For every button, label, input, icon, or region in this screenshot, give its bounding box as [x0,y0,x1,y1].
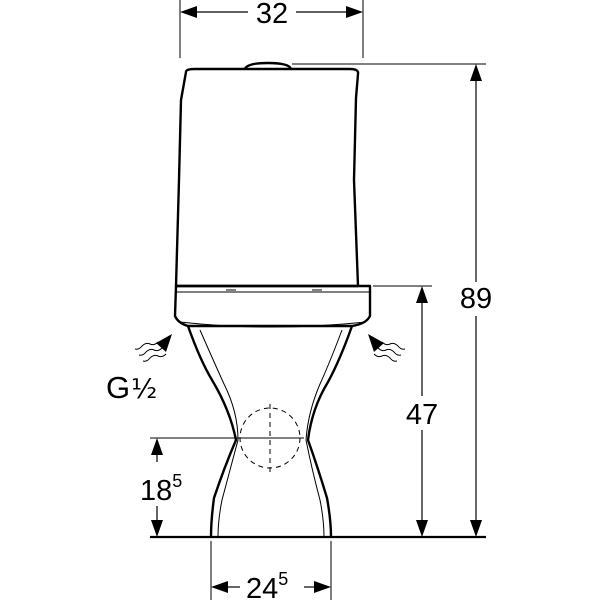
arrowhead-total-down [470,520,482,537]
arrowhead-total-up [470,64,482,81]
dimension-top-width: 32 [179,0,364,58]
dimension-label-seat-height: 47 [406,399,438,431]
dimension-total-height: 89 [292,63,492,537]
rim-lower-curve [179,321,367,328]
arrowhead-seat-down [416,520,428,537]
flush-button [243,61,293,70]
pedestal-inner-left [199,329,239,538]
arrowhead-down [151,520,163,537]
dimension-label-base-width: 245 [246,569,288,600]
arrowhead-base-left [211,581,228,593]
cistern [174,61,360,288]
pedestal-outer-right [306,325,354,538]
inlet-wave-left-3 [142,353,167,362]
pedestal-inner-right [305,329,343,538]
dimension-label-total-height: 89 [460,283,492,315]
dimension-seat-height: 47 [373,285,438,537]
bowl-pedestal [186,325,354,538]
connection-size-label: G½ [106,370,157,405]
inlet-wave-right-3 [373,353,398,362]
inlet-arrowhead-left [156,334,172,352]
inlet-wave-left-1 [138,347,163,356]
arrowhead-right [346,6,363,18]
inlet-wave-right-2 [381,341,406,350]
arrowhead-base-right [314,581,331,593]
dimension-label-inlet-height: 185 [140,471,182,507]
inlet-arrowhead-right [368,334,384,352]
arrowhead-seat-up [416,286,428,303]
wavy-arrow-icon [368,334,406,362]
cistern-body [174,67,360,288]
inlet-wave-right-1 [377,347,402,356]
wavy-arrow-icon [134,334,172,362]
arrowhead-up [151,438,163,455]
seat-rim [173,284,372,328]
dimension-label-top-width: 32 [256,0,288,30]
inlet-wave-left-2 [134,341,159,350]
dimension-base-width: 245 [210,541,332,600]
pedestal-outer-left [186,325,238,538]
arrowhead-left [180,6,197,18]
dimension-inlet-height: 185 [140,437,304,537]
